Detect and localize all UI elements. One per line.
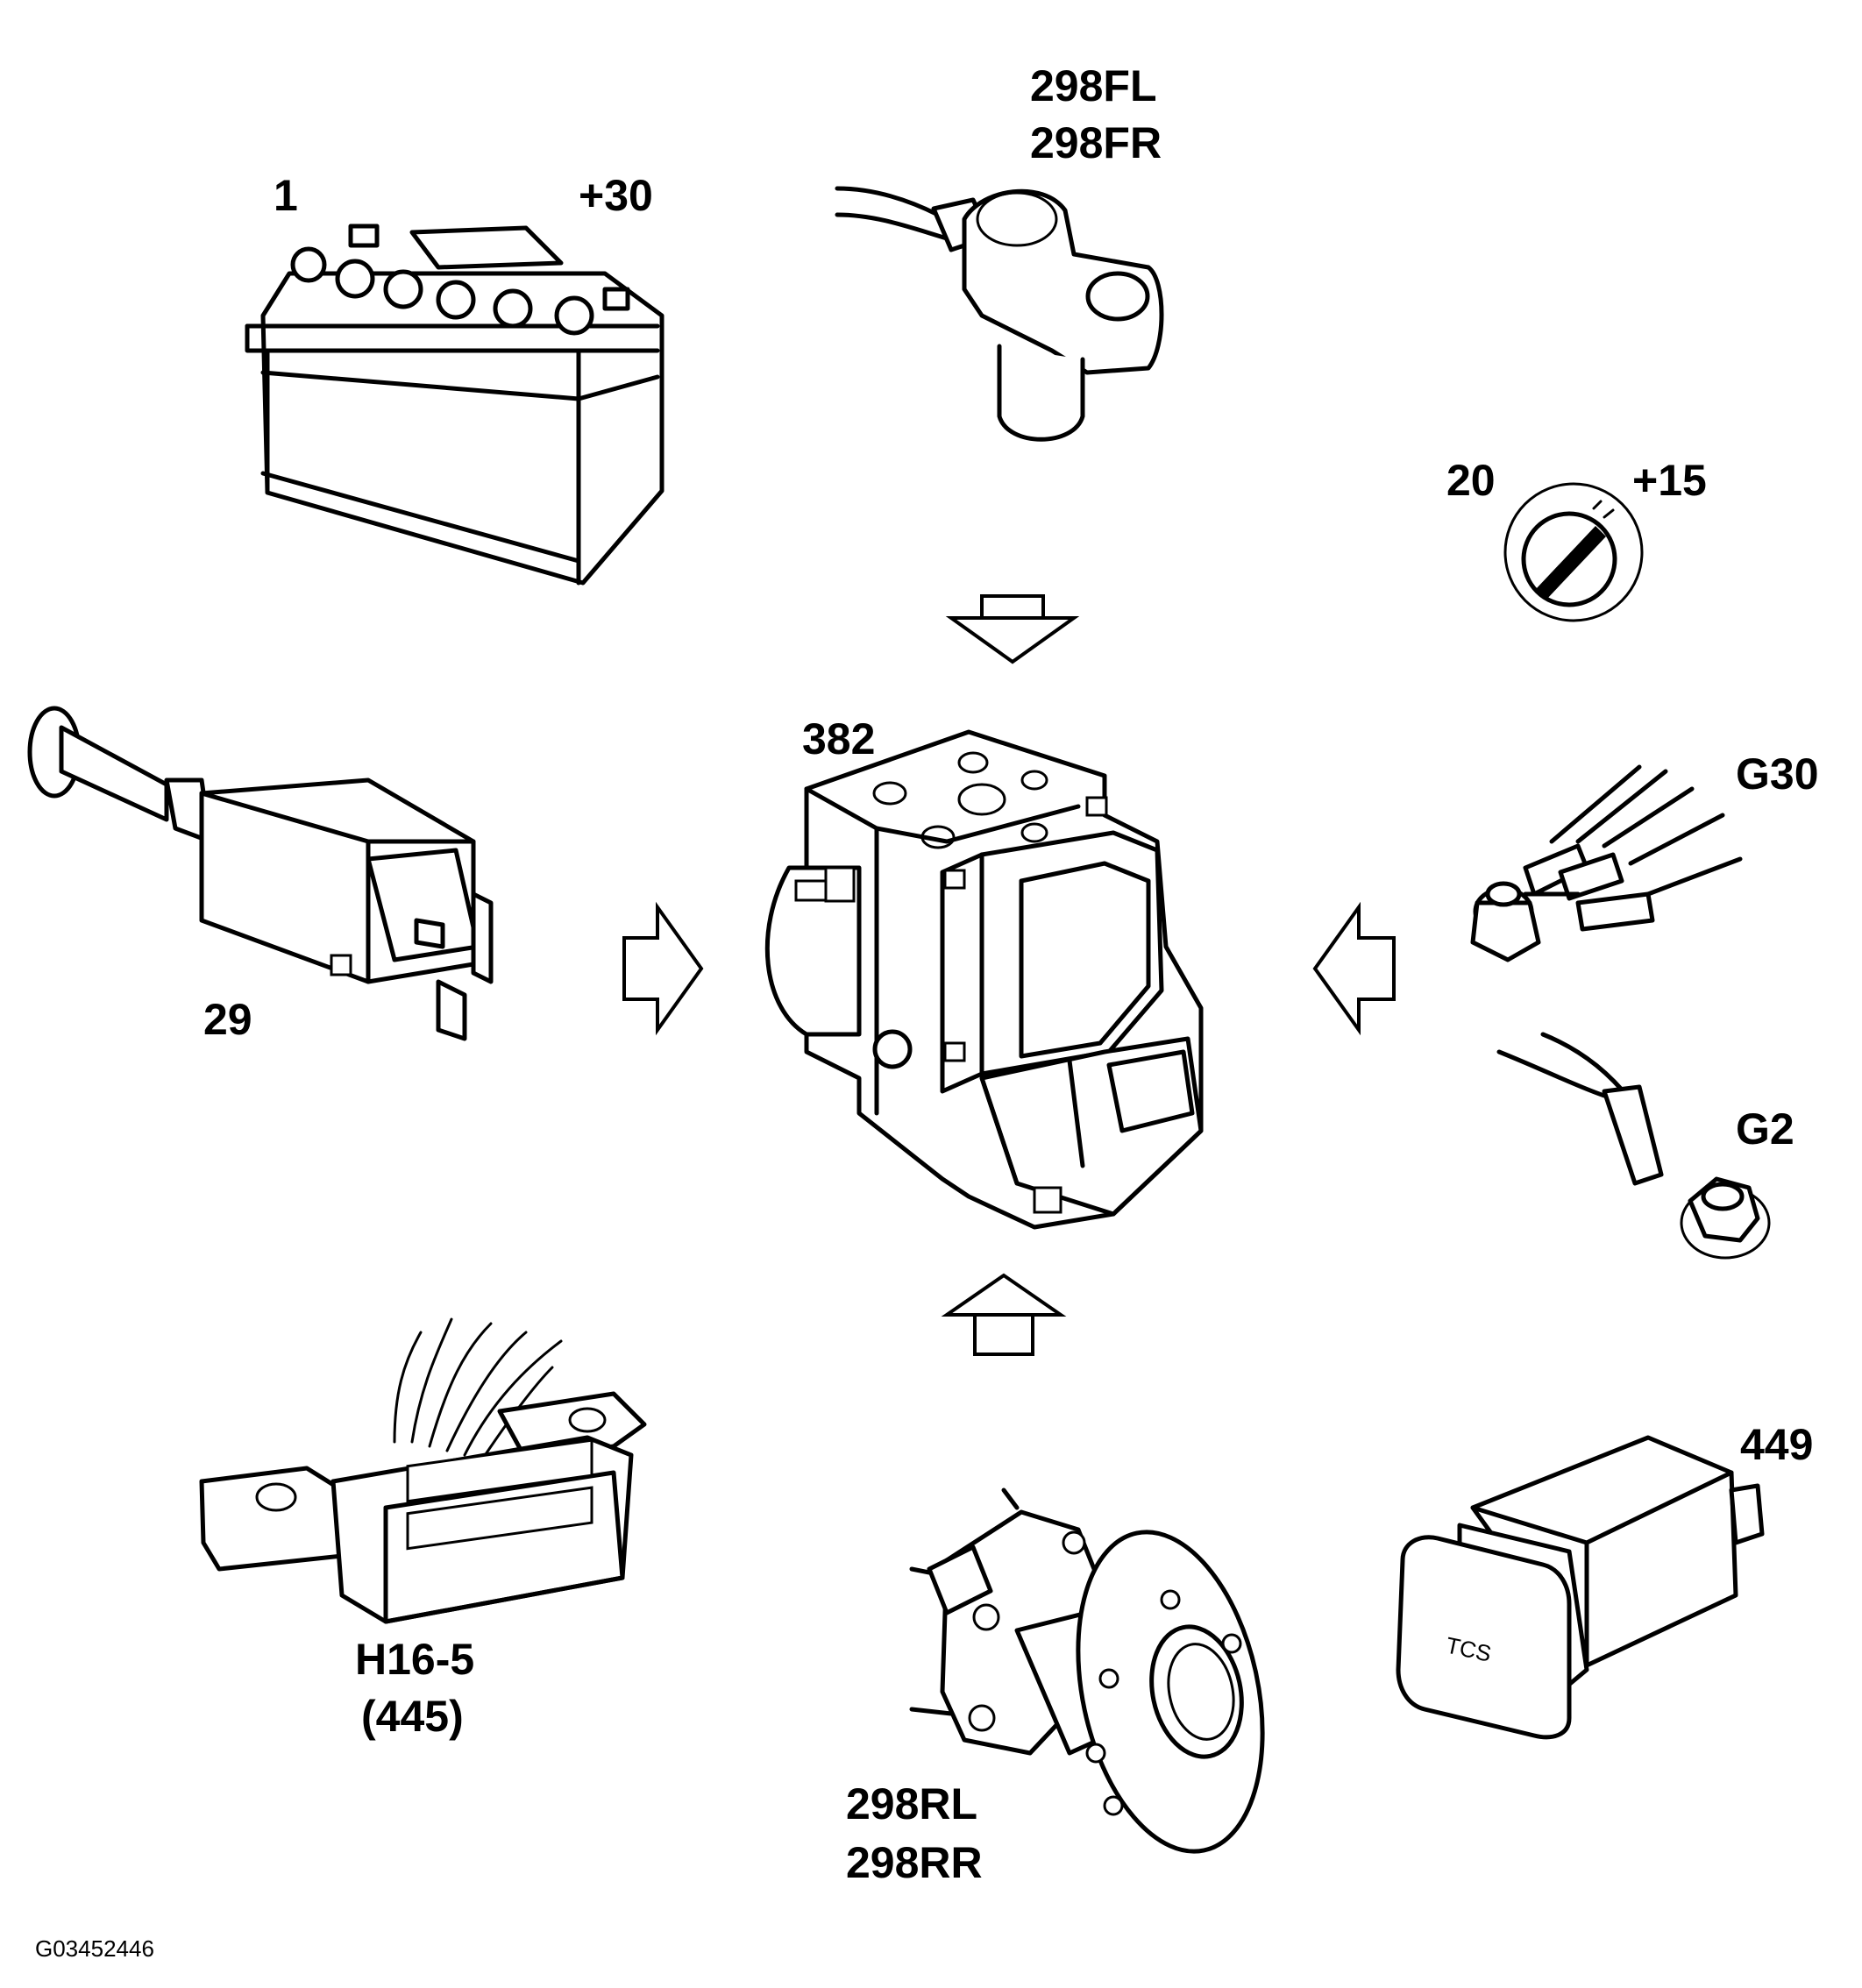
rear-sensor-right-label: 298RR: [846, 1838, 983, 1887]
diag-connector-label: H16-5: [355, 1635, 474, 1684]
front-sensor-left-label: 298FL: [1030, 61, 1157, 110]
battery-ref-label: 1: [274, 171, 298, 220]
arrow-from-left: [622, 901, 704, 1036]
battery-terminal-label: +30: [579, 171, 653, 220]
front-sensor-right-label: 298FR: [1030, 118, 1162, 167]
ground-g2-label: G2: [1736, 1104, 1794, 1154]
brake-switch-label: 29: [203, 995, 252, 1044]
arrow-from-right: [1312, 901, 1396, 1036]
figure-id: G03452446: [35, 1935, 154, 1962]
ground-point-g30: [1470, 764, 1743, 962]
ground-g30-label: G30: [1736, 749, 1819, 799]
rear-wheel-hub-sensor: [909, 1487, 1265, 1854]
front-wheel-speed-sensor: [835, 186, 1164, 442]
tcs-switch-label: 449: [1740, 1420, 1813, 1469]
ignition-terminal-label: +15: [1632, 456, 1707, 505]
battery: [245, 224, 664, 586]
brake-light-switch: [27, 706, 494, 1041]
ignition-ref-label: 20: [1446, 456, 1496, 505]
tcs-switch: TCS: [1396, 1435, 1765, 1740]
ignition-switch: [1503, 482, 1644, 622]
ground-point-g2: [1496, 1032, 1771, 1260]
abs-control-unit: [764, 729, 1204, 1230]
rear-sensor-left-label: 298RL: [846, 1779, 977, 1828]
arrow-down-from-top: [945, 594, 1080, 664]
abs-unit-label: 382: [802, 714, 875, 763]
arrow-up-from-bottom: [941, 1273, 1067, 1356]
diagnostic-connector: [199, 1317, 647, 1624]
diag-connector-alt-label: (445): [361, 1692, 464, 1741]
